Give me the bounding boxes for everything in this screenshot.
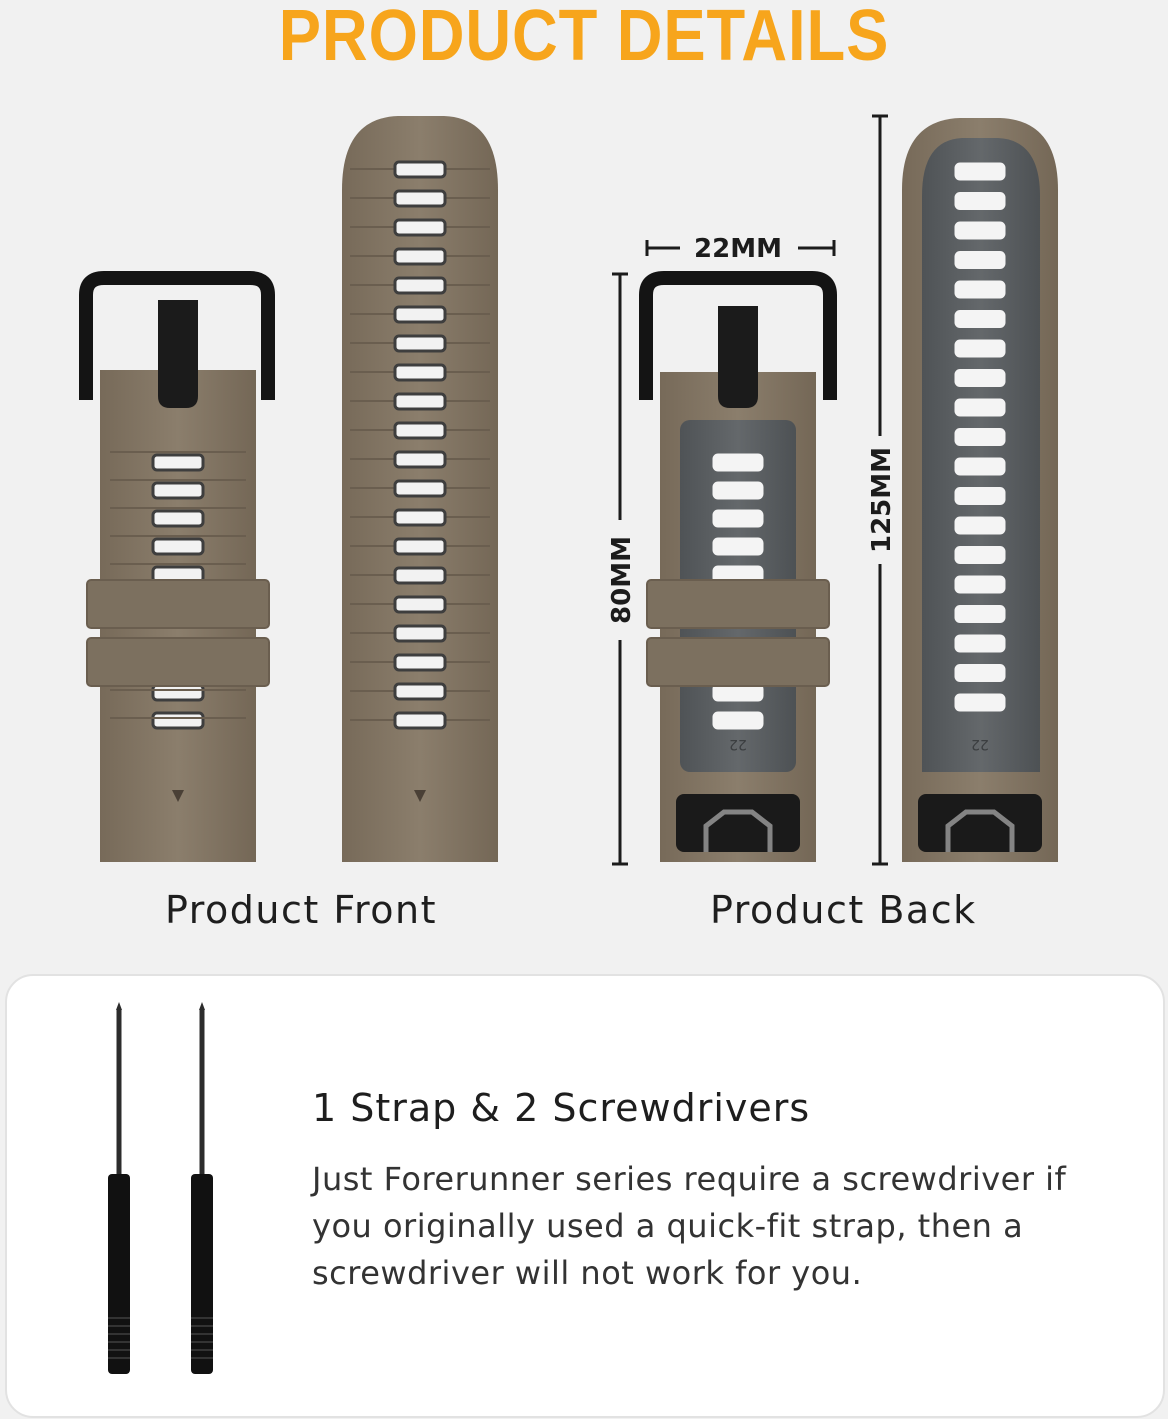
strap-hole (393, 276, 447, 295)
long-length-label: 125MM (867, 447, 897, 553)
strap-hole (954, 369, 1006, 387)
strap-hole (954, 398, 1006, 417)
front-short-strap (79, 271, 275, 862)
strap-hole (954, 221, 1006, 240)
long-length-dimension (872, 114, 888, 866)
strap-hole (151, 453, 205, 472)
strap-hole (393, 537, 447, 556)
strap-hole (393, 160, 447, 179)
strap-hole (393, 682, 447, 701)
strap-hole (954, 280, 1006, 299)
strap-hole (712, 711, 764, 730)
strap-hole (954, 310, 1006, 328)
back-caption: Product Back (710, 888, 977, 932)
back-long-holes (954, 162, 1006, 712)
svg-text:22: 22 (729, 736, 747, 752)
strap-hole (393, 392, 447, 411)
strap-hole (954, 605, 1006, 623)
strap-hole (712, 453, 764, 472)
strap-hole (393, 508, 447, 527)
strap-hole (393, 595, 447, 614)
front-keeper-1 (86, 579, 270, 629)
strap-hole (393, 479, 447, 498)
front-long-holes (350, 160, 490, 730)
accessories-title: 1 Strap & 2 Screwdrivers (312, 1086, 811, 1130)
short-length-label: 80MM (607, 536, 637, 624)
front-buckle-tongue (158, 300, 198, 408)
strap-hole (393, 421, 447, 440)
strap-hole (393, 566, 447, 585)
strap-hole (712, 537, 764, 556)
strap-hole (712, 481, 764, 500)
back-short-strap: 22 (639, 271, 837, 862)
strap-hole (393, 653, 447, 672)
strap-hole (393, 218, 447, 237)
strap-hole (954, 516, 1006, 535)
back-long-strap: 22 (902, 118, 1058, 862)
strap-hole (393, 247, 447, 266)
front-caption: Product Front (165, 888, 437, 932)
strap-hole (954, 664, 1006, 682)
front-long-strap (342, 116, 498, 862)
strap-hole (954, 339, 1006, 358)
svg-text:22: 22 (971, 736, 989, 752)
strap-hole (954, 487, 1006, 505)
strap-hole (151, 711, 205, 730)
strap-hole (954, 546, 1006, 564)
strap-hole (954, 575, 1006, 594)
strap-hole (393, 624, 447, 643)
strap-hole (393, 334, 447, 353)
strap-hole (393, 450, 447, 469)
strap-hole (393, 711, 447, 730)
strap-hole (954, 457, 1006, 476)
strap-hole (151, 537, 205, 556)
screwdriver-icon (191, 1002, 213, 1374)
strap-hole (393, 363, 447, 382)
strap-hole (393, 189, 447, 208)
strap-hole (151, 509, 205, 528)
screwdrivers-illustration (108, 1002, 213, 1374)
strap-hole (954, 634, 1006, 653)
accessories-description: Just Forerunner series require a screwdr… (312, 1160, 1067, 1292)
strap-hole (712, 509, 764, 528)
strap-hole (954, 428, 1006, 446)
strap-hole (151, 683, 205, 702)
strap-hole (712, 683, 764, 702)
width-label: 22MM (694, 234, 782, 264)
strap-hole (151, 481, 205, 500)
front-buckle (79, 271, 275, 400)
back-short-holes (712, 453, 764, 730)
front-keeper-2 (86, 637, 270, 687)
strap-hole (954, 251, 1006, 269)
product-figure: 22 22 22MM 80MM 125MM (79, 114, 1058, 866)
screwdriver-icon (108, 1002, 130, 1374)
width-dimension (645, 240, 836, 256)
strap-hole (954, 693, 1006, 712)
strap-hole (954, 192, 1006, 210)
short-length-dimension (612, 272, 628, 866)
page-title: PRODUCT DETAILS (278, 0, 890, 76)
strap-hole (393, 305, 447, 324)
strap-hole (954, 162, 1006, 181)
